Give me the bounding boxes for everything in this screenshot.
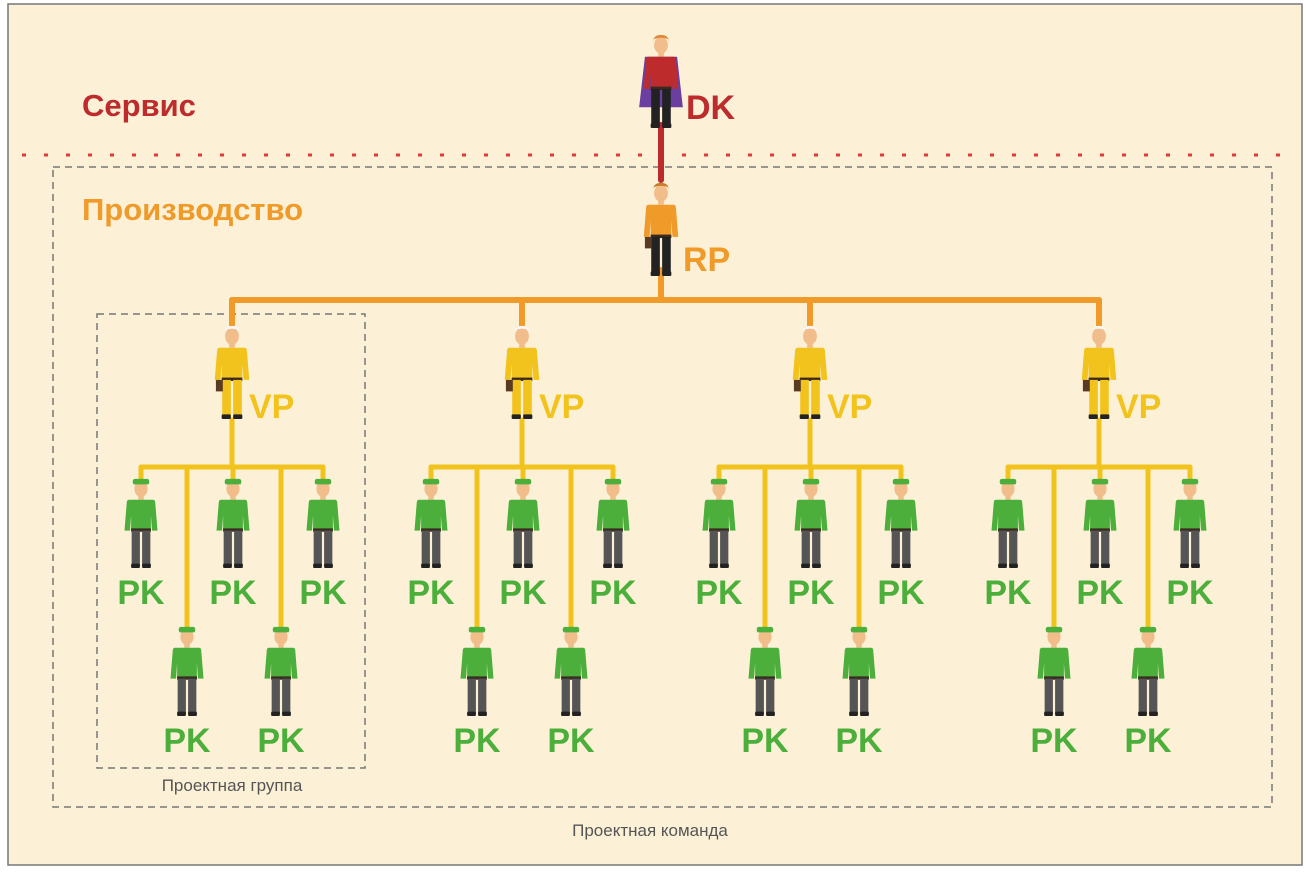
- role-label-member-1-2: PK: [209, 574, 257, 612]
- member-4-2: [1083, 478, 1117, 568]
- member-2-1: [414, 478, 448, 568]
- group-lead-4: [1081, 325, 1117, 419]
- role-label-member-4-4: PK: [1030, 722, 1078, 760]
- role-label-group-lead-2: VP: [539, 388, 584, 426]
- role-label-member-1-5: PK: [257, 722, 305, 760]
- group-lead-3: [792, 325, 828, 419]
- role-label-member-3-1: PK: [695, 574, 743, 612]
- people-layer: [124, 34, 1207, 716]
- diagram-background: [7, 3, 1303, 866]
- role-label-member-4-1: PK: [984, 574, 1032, 612]
- member-2-4: [460, 626, 494, 716]
- member-4-4: [1037, 626, 1071, 716]
- role-label-member-2-4: PK: [453, 722, 501, 760]
- production-head: [643, 182, 679, 276]
- role-label-member-3-2: PK: [787, 574, 835, 612]
- member-2-2: [506, 478, 540, 568]
- director: [639, 34, 683, 128]
- member-1-2: [216, 478, 250, 568]
- member-3-3: [884, 478, 918, 568]
- role-label-member-3-4: PK: [741, 722, 789, 760]
- role-label-member-2-3: PK: [589, 574, 637, 612]
- role-labels-layer: VP PK PK PK PK PK VP PK PK PK PK PK VP PK PK PK PK PK VP PK…: [117, 388, 1214, 760]
- role-label-member-3-3: PK: [877, 574, 925, 612]
- member-4-1: [991, 478, 1025, 568]
- project-team-frame: [52, 166, 1273, 808]
- member-1-3: [306, 478, 340, 568]
- role-label-member-4-3: PK: [1166, 574, 1214, 612]
- member-2-5: [554, 626, 588, 716]
- member-2-3: [596, 478, 630, 568]
- role-label-member-4-5: PK: [1124, 722, 1172, 760]
- role-label-member-4-2: PK: [1076, 574, 1124, 612]
- role-label-member-1-3: PK: [299, 574, 347, 612]
- group-lead-2: [504, 325, 540, 419]
- connector-lines: [138, 122, 1193, 633]
- member-1-5: [264, 626, 298, 716]
- member-1-4: [170, 626, 204, 716]
- role-label-production-head: RP: [683, 241, 730, 279]
- role-label-member-2-2: PK: [499, 574, 547, 612]
- role-label-member-1-1: PK: [117, 574, 165, 612]
- caption-project-team: Проектная команда: [572, 821, 728, 840]
- member-4-3: [1173, 478, 1207, 568]
- caption-project-group: Проектная группа: [162, 776, 303, 795]
- role-label-member-2-1: PK: [407, 574, 455, 612]
- role-label-member-3-5: PK: [835, 722, 883, 760]
- section-label-service: Сервис: [82, 88, 196, 123]
- member-3-1: [702, 478, 736, 568]
- member-3-2: [794, 478, 828, 568]
- section-label-production: Производство: [82, 192, 303, 227]
- member-4-5: [1131, 626, 1165, 716]
- group-lead-1: [214, 325, 250, 419]
- role-label-group-lead-1: VP: [249, 388, 294, 426]
- member-1-1: [124, 478, 158, 568]
- role-label-group-lead-3: VP: [827, 388, 872, 426]
- role-label-director: DK: [686, 89, 736, 127]
- role-label-member-1-4: PK: [163, 722, 211, 760]
- member-3-5: [842, 626, 876, 716]
- member-3-4: [748, 626, 782, 716]
- role-label-member-2-5: PK: [547, 722, 595, 760]
- role-label-group-lead-4: VP: [1116, 388, 1161, 426]
